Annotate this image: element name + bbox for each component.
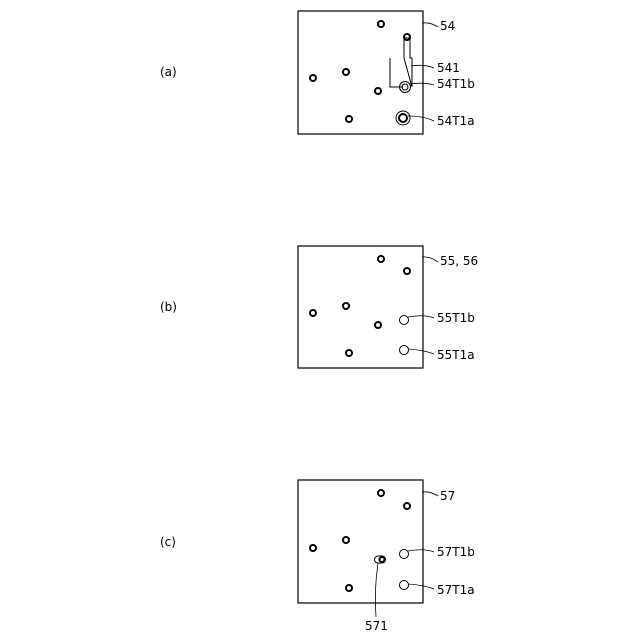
ref-55t1b: 55T1b [437, 311, 475, 325]
terminal-57t1b [400, 550, 409, 559]
leader-57 [422, 492, 438, 496]
ref-571: 571 [365, 619, 388, 633]
ref-57: 57 [440, 489, 455, 503]
hole [310, 545, 316, 551]
hole [346, 116, 352, 122]
hole [346, 585, 352, 591]
hole [378, 21, 384, 27]
leader-54 [422, 23, 438, 27]
hole [346, 350, 352, 356]
hole [404, 503, 410, 509]
terminal-55t1a [400, 346, 409, 355]
hole [375, 322, 381, 328]
leader-55-56 [422, 257, 438, 262]
board-57 [298, 480, 423, 603]
hole [404, 268, 410, 274]
element-541 [390, 38, 412, 87]
hole [310, 75, 316, 81]
leader-571 [375, 563, 378, 617]
hole [380, 557, 385, 562]
hole [404, 34, 410, 40]
screw-holes [310, 490, 410, 591]
ref-57t1b: 57T1b [437, 545, 475, 559]
hole [343, 537, 349, 543]
ref-55t1a: 55T1a [437, 348, 475, 362]
terminal-55t1b [400, 316, 409, 325]
hole [378, 256, 384, 262]
ref-54t1b: 54T1b [437, 77, 475, 91]
ref-54: 54 [440, 19, 455, 33]
hole [375, 88, 381, 94]
panel-c: (c) 57 57T1b 57T1a 571 [160, 480, 475, 633]
board-55-56 [298, 246, 423, 368]
screw-holes [310, 21, 384, 122]
leader-57t1a [408, 584, 434, 589]
ref-54t1a: 54T1a [437, 114, 475, 128]
leader-54t1a [408, 116, 434, 121]
panel-a-label: (a) [160, 65, 177, 79]
hole [310, 310, 316, 316]
panel-b-label: (b) [160, 300, 177, 314]
terminal-54t1a-inner [399, 114, 407, 122]
hole [343, 303, 349, 309]
leader-57t1b [408, 550, 434, 552]
board-54 [298, 11, 423, 134]
hole [343, 69, 349, 75]
panel-a: (a) 54 541 54T1b 54T1a [160, 11, 475, 134]
ref-541: 541 [437, 61, 460, 75]
leader-55t1b [408, 316, 434, 318]
panel-b: (b) 55, 56 55T1b 55T1a [160, 246, 478, 368]
ref-57t1a: 57T1a [437, 583, 475, 597]
hole [378, 490, 384, 496]
leader-54t1b [409, 83, 434, 85]
panel-c-label: (c) [160, 535, 176, 549]
screw-holes [310, 256, 410, 356]
leader-lines [375, 492, 438, 617]
leader-55t1a [408, 349, 434, 354]
terminal-57t1a [400, 581, 409, 590]
ref-55-56: 55, 56 [440, 254, 478, 268]
